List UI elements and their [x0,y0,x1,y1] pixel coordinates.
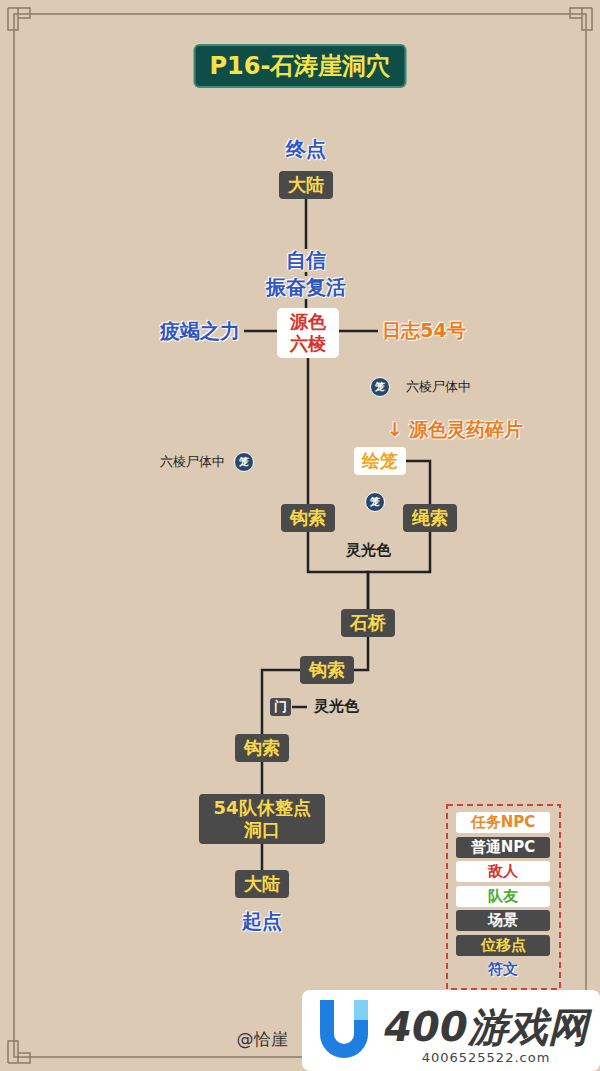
node-text: 大陆 [244,873,280,895]
legend-text: 敌人 [488,862,518,881]
legend-swatch: 符文 [456,959,550,980]
legend-swatch: 任务NPC [456,812,550,833]
title-box: P16-石涛崖洞穴 [194,44,407,88]
node-text: 笼 [239,457,249,467]
legend-text: 任务NPC [471,813,536,832]
node-text: 笼 [370,497,380,507]
corner-ornament [8,1041,30,1063]
scene-box: 绘笼 [354,447,406,475]
scene-box: 绳索 [403,504,457,532]
legend-swatch: 场景 [456,910,550,931]
scene-box: 大陆 [235,870,289,898]
map-note: 疲竭之力 [160,320,240,343]
cage-marker: 笼 [234,452,254,472]
cage-marker: 笼 [365,492,385,512]
scene-box: 门 [270,698,291,716]
leader-lines [244,331,378,707]
frame [8,8,592,1063]
legend-text: 位移点 [481,936,526,955]
route-line [262,670,300,734]
scene-box: 54队休整点 洞口 [199,794,325,843]
node-text: 笼 [375,382,385,392]
map-note: 六棱尸体中 [406,380,471,395]
cage-marker: 笼 [370,377,390,397]
node-text: 绳索 [412,507,448,529]
legend-text: 符文 [488,960,518,979]
logo-panel [302,990,600,1071]
legend-swatch: 队友 [456,886,550,907]
leader-line [292,706,307,709]
corner-ornament [8,8,30,30]
legend-frame [447,805,560,989]
frame-border [14,14,586,1057]
leader-line [334,330,378,333]
corner-ornament [570,8,592,30]
map-note: 灵光色 [314,698,359,715]
map-note: 振奋复活 [263,276,349,299]
legend-text: 普通NPC [471,838,536,857]
legend-swatch: 位移点 [456,935,550,956]
scene-box: 钩索 [235,734,289,762]
route-line [307,358,310,505]
scene-box: 钩索 [281,504,335,532]
legend-text: 队友 [488,887,518,906]
map-note: 起点 [242,910,282,933]
watermark: 400游戏网 [384,1004,588,1050]
scene-box: 钩索 [300,656,354,684]
map-note: ↓ 源色灵药碎片 [387,419,524,441]
node-text: 钩索 [290,507,326,529]
legend-swatch: 敌人 [456,861,550,882]
route-line [406,461,430,504]
node-text: 门 [274,699,287,715]
route-line [354,637,368,670]
connector-group [262,199,430,870]
legend-swatch: 普通NPC [456,837,550,858]
logo-mark [320,1000,368,1058]
scene-box: 源色 六棱 [277,308,340,357]
logo-mark [354,1000,368,1020]
watermark: @恰崖 [237,1030,288,1050]
site-logo [302,990,600,1071]
map-note: 六棱尸体中 [160,455,225,470]
map-note: 终点 [286,138,326,161]
watermark: 4006525522.com [422,1051,551,1066]
scene-box: 石桥 [341,609,395,637]
map-note: 日志54号 [382,320,465,342]
node-text: 大陆 [288,174,324,196]
node-text: 源色 六棱 [285,311,332,354]
node-text: 石桥 [350,612,386,634]
node-text: 54队休整点 洞口 [208,797,316,840]
route-line [261,762,264,795]
node-text: 钩索 [244,737,280,759]
scene-box: 大陆 [279,171,333,199]
map-note: 灵光色 [343,542,394,559]
node-text: 钩索 [309,659,345,681]
legend-text: 场景 [488,911,518,930]
node-text: 绘笼 [362,450,398,472]
route-line [261,844,264,871]
map-note: 自信 [283,249,329,272]
